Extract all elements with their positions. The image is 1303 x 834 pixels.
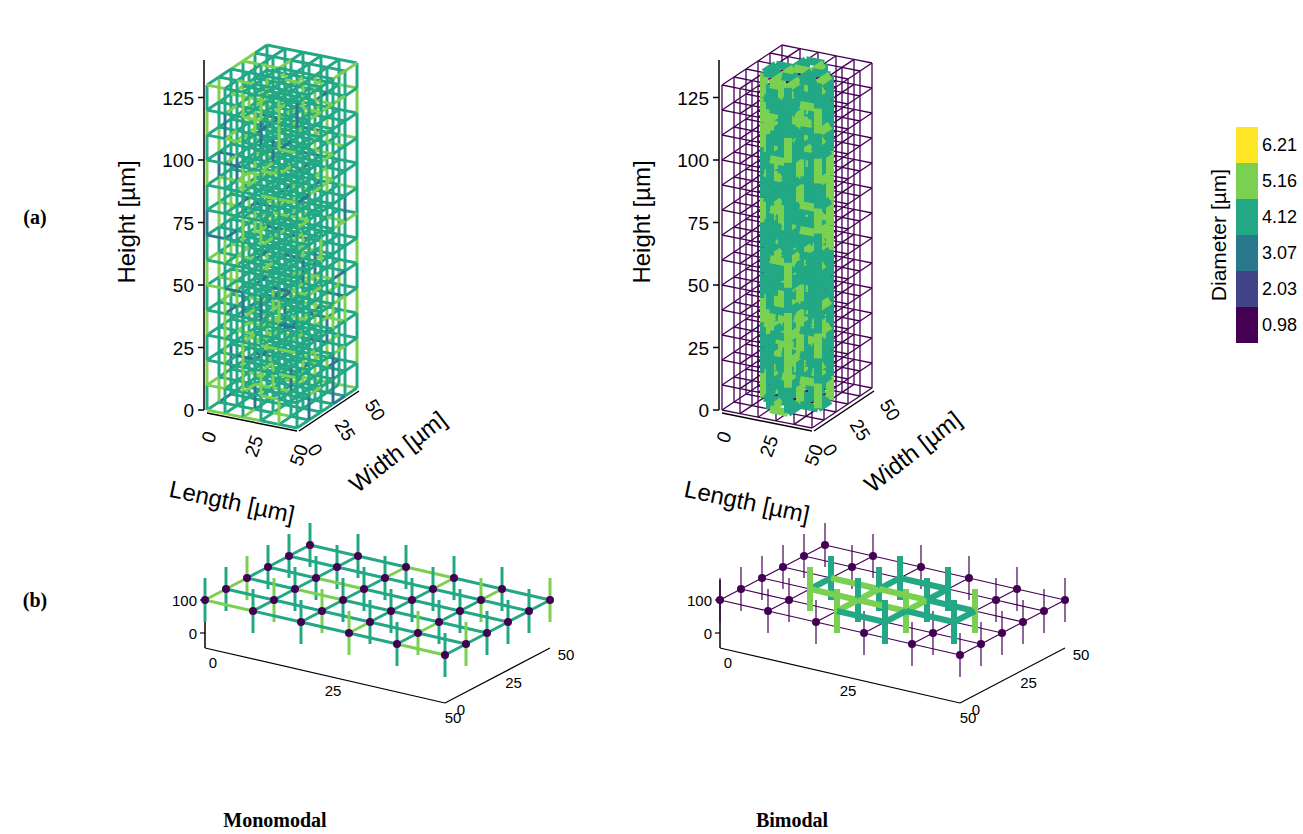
bimodal-slice (720, 523, 1065, 677)
node-dots (201, 541, 554, 659)
plot-axes (713, 60, 874, 431)
axis-label: 25 (688, 338, 709, 357)
axis-label: (b) (23, 590, 47, 610)
axis-label: 0 (713, 429, 734, 445)
bimodal-lattice (722, 45, 872, 428)
axis-label: 100 (162, 151, 194, 170)
axis-label: Height [µm] (630, 160, 654, 283)
axis-label: Monomodal (223, 810, 326, 830)
axis-label: 75 (688, 213, 709, 232)
axis-label: 25 (505, 674, 522, 689)
node-dots (716, 541, 1069, 659)
slice-axes (200, 580, 550, 703)
axis-label: 0 (198, 429, 219, 445)
colorbar (1236, 127, 1258, 343)
axis-label: 50 (1073, 647, 1090, 662)
axis-label: 0 (972, 702, 980, 717)
axis-label: 0.98 (1262, 316, 1297, 334)
axis-label: Length [µm] (682, 477, 811, 527)
axis-label: 0 (304, 440, 326, 459)
axis-label: 25 (173, 338, 194, 357)
plot-axes (198, 60, 359, 431)
axis-label: Width [µm] (345, 407, 451, 497)
monomodal-lattice (207, 45, 357, 428)
axis-label: 100 (677, 151, 709, 170)
axis-label: Width [µm] (860, 407, 966, 497)
axis-label: 100 (172, 593, 197, 608)
axis-label: 50 (361, 396, 388, 424)
axis-label: 50 (876, 396, 903, 424)
axis-label: 75 (173, 213, 194, 232)
axis-label: Diameter [µm] (1208, 169, 1229, 301)
axis-label: 25 (241, 433, 266, 459)
axis-label: (a) (23, 207, 46, 227)
axis-label: 25 (325, 682, 342, 697)
axis-label: 25 (846, 416, 873, 444)
slice-axes (715, 580, 1065, 703)
axis-label: 2.03 (1262, 280, 1297, 298)
axis-label: 0 (189, 626, 197, 641)
axis-label: 25 (331, 416, 358, 444)
axis-label: 0 (704, 626, 712, 641)
axis-label: 25 (756, 433, 781, 459)
axis-label: 125 (677, 88, 709, 107)
axis-label: Length [µm] (167, 477, 296, 527)
axis-label: Bimodal (756, 810, 828, 830)
axis-label: 0 (698, 401, 709, 420)
axis-label: 50 (688, 276, 709, 295)
axis-label: 125 (162, 88, 194, 107)
axis-label: Height [µm] (115, 160, 139, 283)
axis-label: 25 (840, 682, 857, 697)
axis-label: 5.16 (1262, 172, 1297, 190)
axis-label: 4.12 (1262, 208, 1297, 226)
axis-label: 3.07 (1262, 244, 1297, 262)
axis-label: 0 (183, 401, 194, 420)
axis-label: 0 (457, 702, 465, 717)
axis-label: 0 (209, 655, 217, 670)
axis-label: 0 (724, 655, 732, 670)
axis-label: 25 (1020, 674, 1037, 689)
axis-label: 0 (819, 440, 841, 459)
axis-label: 100 (687, 593, 712, 608)
axis-label: 50 (173, 276, 194, 295)
axis-label: 50 (558, 647, 575, 662)
axis-label: 6.21 (1262, 136, 1297, 154)
monomodal-slice (205, 523, 550, 677)
